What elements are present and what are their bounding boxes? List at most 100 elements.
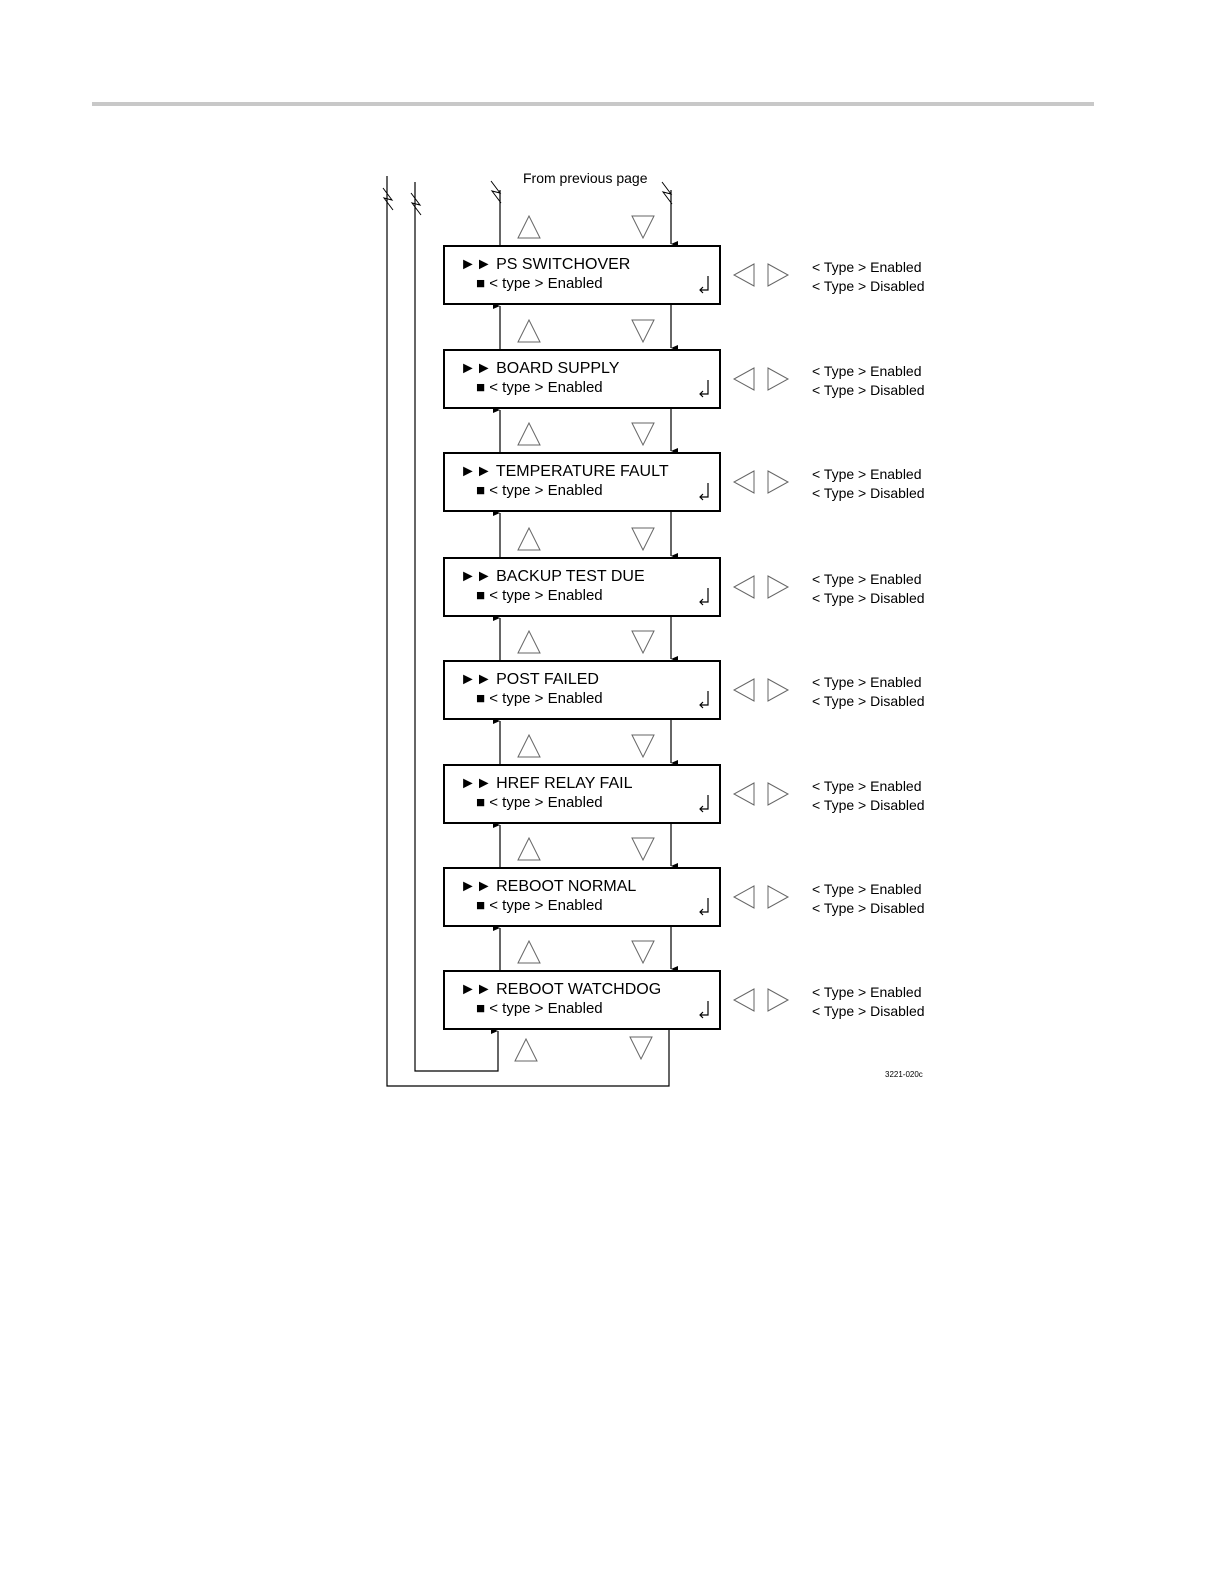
option-enabled: < Type > Enabled <box>812 984 922 1000</box>
up-arrow-icon <box>514 1037 538 1062</box>
right-arrow-icon <box>767 885 790 909</box>
up-arrow-icon <box>517 214 541 239</box>
option-disabled: < Type > Disabled <box>812 382 925 398</box>
right-arrow-icon <box>767 782 790 806</box>
screen-value: ■ < type > Enabled <box>476 587 603 604</box>
down-arrow-icon <box>629 1036 653 1061</box>
lcd-display-box <box>443 452 721 512</box>
loop-connector-inner <box>414 182 499 1072</box>
up-arrow-icon <box>517 939 541 964</box>
option-disabled: < Type > Disabled <box>812 797 925 813</box>
screen-title: ►► BOARD SUPPLY <box>460 360 620 377</box>
right-arrow-icon <box>767 470 790 494</box>
left-arrow-icon <box>732 782 755 806</box>
screen-title: ►► TEMPERATURE FAULT <box>460 463 669 480</box>
down-arrow-icon <box>631 422 655 447</box>
right-arrow-icon <box>767 263 790 287</box>
screen-value: ■ < type > Enabled <box>476 690 603 707</box>
screen-title: ►► HREF RELAY FAIL <box>460 775 633 792</box>
option-disabled: < Type > Disabled <box>812 1003 925 1019</box>
up-arrow-icon <box>517 318 541 343</box>
menu-screen: ►► BACKUP TEST DUE ■ < type > Enabled < Ty… <box>443 526 925 617</box>
lcd-display-box <box>443 970 721 1030</box>
left-arrow-icon <box>732 367 755 391</box>
screen-value: ■ < type > Enabled <box>476 275 603 292</box>
screen-value: ■ < type > Enabled <box>476 897 603 914</box>
option-disabled: < Type > Disabled <box>812 900 925 916</box>
enter-icon <box>699 380 709 398</box>
break-mark-icon <box>490 180 502 204</box>
down-arrow-icon <box>631 837 655 862</box>
screen-value: ■ < type > Enabled <box>476 794 603 811</box>
lcd-display-box <box>443 349 721 409</box>
right-arrow-icon <box>767 575 790 599</box>
left-arrow-icon <box>732 575 755 599</box>
up-arrow-icon <box>517 526 541 551</box>
option-enabled: < Type > Enabled <box>812 259 922 275</box>
break-mark-icon <box>382 187 394 211</box>
left-arrow-icon <box>732 263 755 287</box>
lcd-display-box <box>443 557 721 617</box>
screen-title: ►► REBOOT WATCHDOG <box>460 981 661 998</box>
loop-connector-outer <box>386 176 670 1087</box>
screen-title: ►► PS SWITCHOVER <box>460 256 630 273</box>
option-disabled: < Type > Disabled <box>812 590 925 606</box>
lcd-display-box <box>443 867 721 927</box>
option-disabled: < Type > Disabled <box>812 278 925 294</box>
left-arrow-icon <box>732 470 755 494</box>
down-arrow-icon <box>631 319 655 344</box>
up-arrow-icon <box>517 629 541 654</box>
menu-screen: ►► HREF RELAY FAIL ■ < type > Enabled < Ty… <box>443 733 925 824</box>
screen-title: ►► POST FAILED <box>460 671 599 688</box>
option-enabled: < Type > Enabled <box>812 466 922 482</box>
lcd-display-box <box>443 660 721 720</box>
enter-icon <box>699 691 709 709</box>
down-arrow-icon <box>631 940 655 965</box>
lcd-display-box <box>443 764 721 824</box>
option-disabled: < Type > Disabled <box>812 485 925 501</box>
down-arrow-icon <box>631 630 655 655</box>
screen-title: ►► REBOOT NORMAL <box>460 878 636 895</box>
menu-screen: ►► REBOOT NORMAL ■ < type > Enabled < Type… <box>443 836 925 927</box>
lcd-display-box <box>443 245 721 305</box>
option-enabled: < Type > Enabled <box>812 363 922 379</box>
screen-title: ►► BACKUP TEST DUE <box>460 568 645 585</box>
menu-screen: ►► PS SWITCHOVER ■ < type > Enabled < Type… <box>443 214 925 305</box>
screen-value: ■ < type > Enabled <box>476 1000 603 1017</box>
up-arrow-icon <box>517 421 541 446</box>
up-arrow-icon <box>517 836 541 861</box>
down-arrow-icon <box>631 734 655 759</box>
right-arrow-icon <box>767 988 790 1012</box>
figure-id: 3221-020c <box>885 1070 923 1079</box>
from-previous-page-label: From previous page <box>523 170 648 186</box>
screen-value: ■ < type > Enabled <box>476 482 603 499</box>
option-enabled: < Type > Enabled <box>812 881 922 897</box>
option-enabled: < Type > Enabled <box>812 571 922 587</box>
down-arrow-icon <box>631 527 655 552</box>
enter-icon <box>699 898 709 916</box>
left-arrow-icon <box>732 678 755 702</box>
break-mark-icon <box>661 181 673 205</box>
option-enabled: < Type > Enabled <box>812 674 922 690</box>
enter-icon <box>699 1001 709 1019</box>
enter-icon <box>699 276 709 294</box>
menu-screen: ►► POST FAILED ■ < type > Enabled < Type >… <box>443 629 925 720</box>
enter-icon <box>699 795 709 813</box>
top-rule <box>92 102 1094 106</box>
option-enabled: < Type > Enabled <box>812 778 922 794</box>
menu-screen: ►► BOARD SUPPLY ■ < type > Enabled < Type … <box>443 318 925 409</box>
menu-screen: ►► TEMPERATURE FAULT ■ < type > Enabled < … <box>443 421 925 512</box>
right-arrow-icon <box>767 678 790 702</box>
right-arrow-icon <box>767 367 790 391</box>
option-disabled: < Type > Disabled <box>812 693 925 709</box>
break-mark-icon <box>410 192 422 216</box>
down-arrow-icon <box>631 215 655 240</box>
screen-value: ■ < type > Enabled <box>476 379 603 396</box>
enter-icon <box>699 588 709 606</box>
up-arrow-icon <box>517 733 541 758</box>
left-arrow-icon <box>732 885 755 909</box>
enter-icon <box>699 483 709 501</box>
menu-screen: ►► REBOOT WATCHDOG ■ < type > Enabled < Ty… <box>443 939 925 1030</box>
left-arrow-icon <box>732 988 755 1012</box>
